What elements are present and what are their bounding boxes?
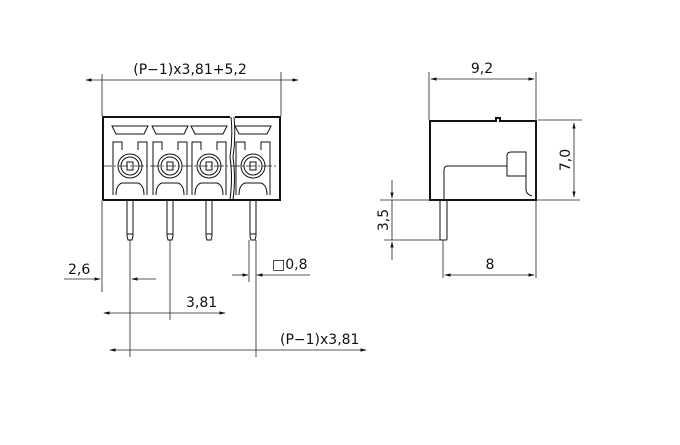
pin-1 — [126, 200, 134, 241]
pitch-label: 3,81 — [186, 295, 217, 311]
edge-offset-label: 2,6 — [68, 262, 90, 278]
pin-size-label: □0,8 — [272, 257, 308, 273]
total-pitch-dimension: (P−1)x3,81 — [109, 332, 367, 352]
pole-4 — [234, 125, 272, 196]
pin-3 — [205, 200, 213, 241]
side-pin — [439, 199, 448, 241]
edge-offset-dimension: 2,6 — [64, 200, 156, 357]
side-view: 9,2 7,0 3,5 8 — [376, 61, 582, 278]
pitch-dimension: 3,81 — [103, 240, 226, 320]
total-pitch-label: (P−1)x3,81 — [280, 332, 359, 348]
overall-width-dimension: (P−1)x3,81+5,2 — [85, 62, 299, 116]
overall-width-label: (P−1)x3,81+5,2 — [133, 62, 246, 78]
connector-body — [102, 116, 281, 201]
pin-2 — [166, 200, 174, 241]
height-label: 7,0 — [558, 149, 574, 171]
pin-size-dimension: □0,8 — [232, 240, 310, 357]
depth-label: 9,2 — [471, 61, 493, 77]
pin-length-label: 3,5 — [376, 209, 392, 231]
pin-offset-label: 8 — [486, 257, 495, 273]
pole-3 — [190, 125, 228, 196]
pole-2 — [151, 125, 189, 196]
pin-4 — [249, 200, 257, 241]
pins — [126, 200, 257, 241]
front-view: (P−1)x3,81+5,2 2,6 3,81 □0,8 (P−1)x3,81 — [64, 62, 367, 357]
pole-1 — [111, 125, 149, 196]
